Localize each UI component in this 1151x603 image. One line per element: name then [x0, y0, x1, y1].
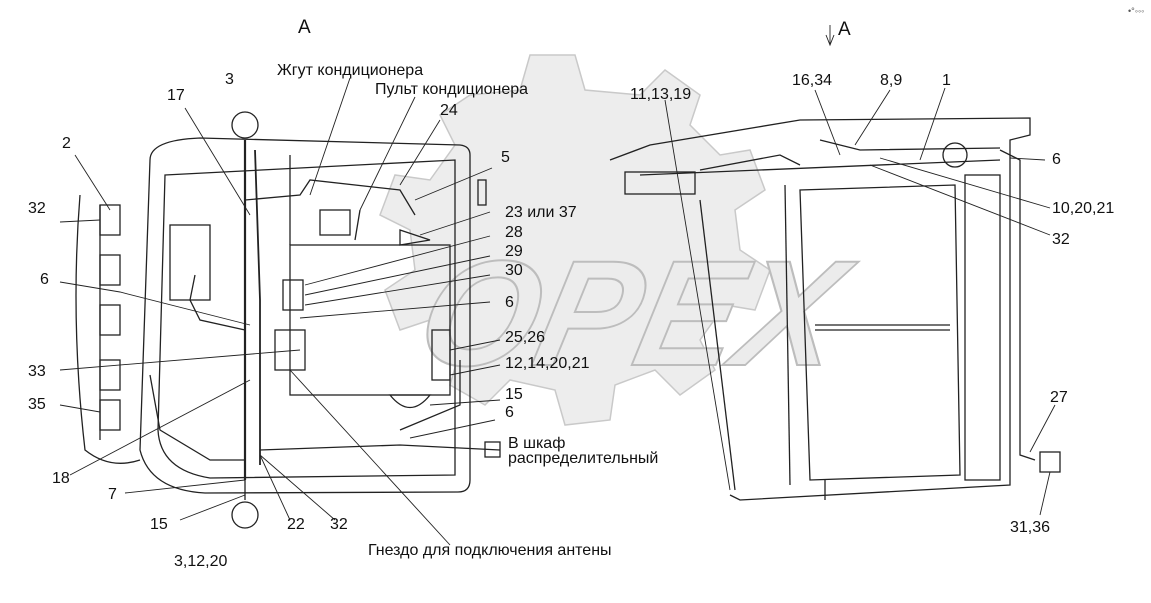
antenna-annotation: Гнездо для подключения антены [368, 542, 612, 559]
callout-15-right: 15 [505, 386, 523, 403]
callout-23-or-37: 23 или 37 [505, 204, 577, 221]
callout-11-13-19: 11,13,19 [630, 86, 692, 103]
callout-12-14-20-21: 12,14,20,21 [505, 355, 590, 372]
callout-16-34: 16,34 [792, 72, 833, 89]
callout-3: 3 [225, 71, 234, 88]
callout-25-26: 25,26 [505, 329, 546, 346]
callout-22: 22 [287, 516, 305, 533]
callout-1: 1 [942, 72, 951, 89]
view-label-right: A [838, 19, 851, 40]
panel-annotation: Пульт кондиционера [375, 81, 529, 98]
watermark-text: OPEX [405, 231, 865, 398]
callout-6-right: 6 [1052, 151, 1061, 168]
callout-17: 17 [167, 87, 185, 104]
callout-29: 29 [505, 243, 523, 260]
view-label-left: A [298, 17, 311, 38]
callout-15-bottom: 15 [150, 516, 168, 533]
callout-33: 33 [28, 363, 46, 380]
callout-32-left: 32 [28, 200, 46, 217]
callout-30: 30 [505, 262, 523, 279]
callout-35: 35 [28, 396, 46, 413]
callout-8-9: 8,9 [880, 72, 903, 89]
cabinet-annotation-line1: В шкаф [508, 435, 566, 452]
left-view-cab [75, 111, 501, 529]
corner-mark: •°◦◦◦ [1128, 6, 1145, 16]
left-leader-lines [59, 77, 501, 546]
callout-28: 28 [505, 224, 523, 241]
callout-6-lower: 6 [505, 404, 514, 421]
callout-6-mid: 6 [505, 294, 514, 311]
callout-3-12-20: 3,12,20 [174, 553, 228, 570]
cabinet-annotation-line2: распределительный [508, 450, 659, 467]
callout-6-left: 6 [40, 271, 49, 288]
callout-2: 2 [62, 135, 71, 152]
callout-18: 18 [52, 470, 70, 487]
callout-31-36: 31,36 [1010, 519, 1051, 536]
right-view-cab [609, 117, 1061, 501]
callout-32-right: 32 [1052, 231, 1070, 248]
right-leader-lines [664, 25, 1056, 516]
harness-annotation: Жгут кондиционера [277, 62, 424, 79]
callout-24: 24 [440, 102, 458, 119]
callout-32-bottom: 32 [330, 516, 348, 533]
callout-5: 5 [501, 149, 510, 166]
callout-10-20-21: 10,20,21 [1052, 200, 1115, 217]
callout-27: 27 [1050, 389, 1068, 406]
callout-7: 7 [108, 486, 117, 503]
